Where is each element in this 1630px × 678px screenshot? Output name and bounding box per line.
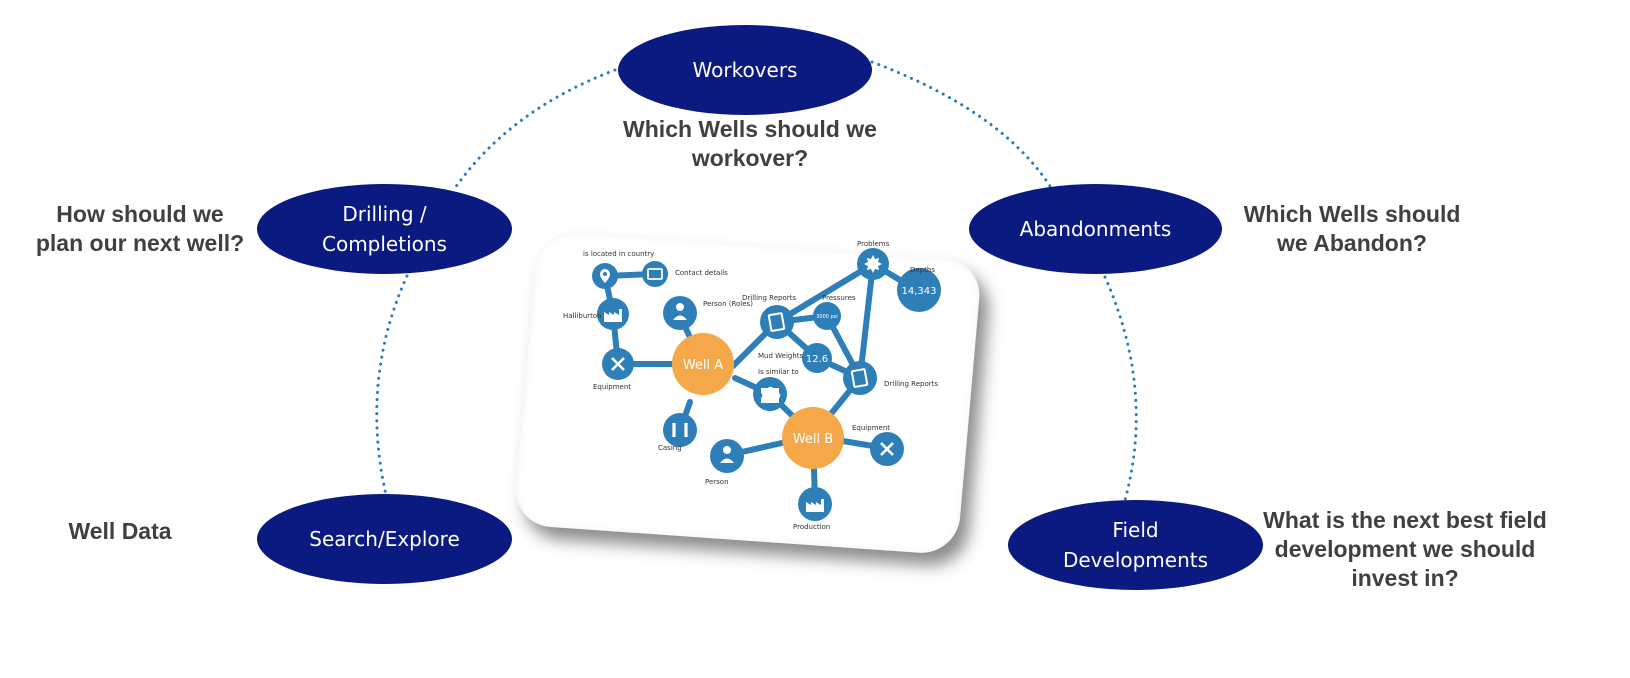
well-b-label: Well B: [793, 432, 833, 447]
tools-icon-a: [611, 357, 625, 371]
drilling-reports-top-node: [760, 305, 794, 339]
mud-weights-label: Mud Weights: [758, 352, 804, 360]
mud-value: 12.6: [806, 354, 828, 365]
located-label: is located in country: [583, 250, 654, 258]
factory-icon: [604, 309, 622, 322]
abandonments-label: Abandonments: [1019, 217, 1172, 241]
production-factory-icon: [806, 499, 824, 512]
similar-label: Is similar to: [758, 368, 799, 376]
arc-abandonments-to-field: [1103, 275, 1138, 502]
halliburton-label: Halliburton: [563, 312, 602, 320]
drilling-reports-b-label: Drilling Reports: [884, 380, 938, 388]
report-icon-top: [767, 312, 786, 332]
equipment-a-label: Equipment: [593, 383, 631, 391]
contact-label: Contact details: [675, 269, 728, 277]
well-data-label: Well Data: [68, 518, 172, 544]
production-label: Production: [793, 523, 830, 531]
pressure-value: 3000 psi: [816, 314, 837, 320]
drilling-completions-node[interactable]: Drilling /Completions: [257, 184, 512, 274]
contact-node: [642, 261, 668, 287]
report-icon-b: [850, 368, 869, 388]
abandonments-node[interactable]: Abandonments: [969, 184, 1222, 274]
equipment-b-label: Equipment: [852, 424, 890, 432]
search-explore-node[interactable]: Search/Explore: [257, 494, 512, 584]
puzzle-icon: [761, 386, 781, 403]
drilling-reports-b-node: [843, 361, 877, 395]
problem-gear-icon: [864, 255, 882, 273]
contact-card-icon: [647, 268, 663, 280]
person-roles-node: [663, 296, 697, 330]
person-label: Person: [705, 478, 729, 486]
depth-value: 14,343: [902, 286, 937, 297]
drilling-reports-top-label: Drilling Reports: [742, 294, 796, 302]
casing-icon: [672, 423, 688, 437]
person-node: [710, 439, 744, 473]
production-node: [798, 487, 832, 521]
mud-weights-node: [802, 343, 832, 373]
person-roles-icon: [676, 303, 684, 311]
well-b-node: [782, 407, 844, 469]
search-explore-label: Search/Explore: [309, 527, 460, 551]
pressures-node: [813, 302, 841, 330]
pressures-label: Pressures: [822, 294, 856, 302]
knowledge-graph: Well A Well B 14,343 12.6 3000 psi is lo…: [563, 240, 941, 531]
arc-workovers-to-drilling: [453, 68, 617, 190]
arc-drilling-to-search: [375, 274, 409, 497]
tools-icon-b: [880, 442, 894, 456]
drilling-completions-label: Drilling /Completions: [322, 202, 447, 256]
workovers-label: Workovers: [692, 58, 798, 82]
arc-workovers-to-abandonments: [870, 60, 1052, 188]
well-a-node: [672, 333, 734, 395]
depths-node: [897, 268, 941, 312]
person-roles-label: Person (Roles): [703, 300, 753, 308]
casing-node: [663, 413, 697, 447]
halliburton-node: [597, 298, 629, 330]
well-a-label: Well A: [683, 358, 723, 373]
casing-label: Casing: [658, 444, 682, 452]
person-icon: [723, 446, 731, 454]
problems-label: Problems: [857, 240, 890, 248]
depths-label: Depths: [910, 266, 935, 274]
workovers-node[interactable]: Workovers: [618, 25, 872, 115]
